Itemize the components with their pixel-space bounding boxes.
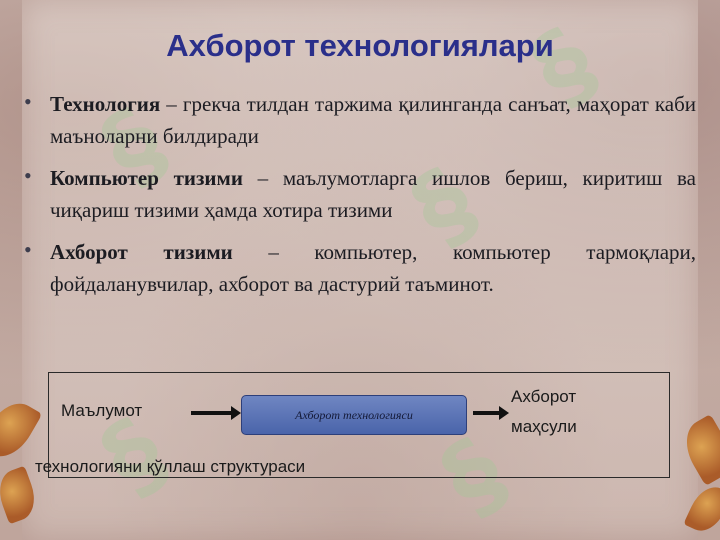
bullet-item: • Технология – грекча тилдан таржима қил… <box>20 88 696 152</box>
diagram-output-line1: Ахборот <box>511 387 577 406</box>
bullet-term: Ахборот тизими <box>50 240 233 264</box>
bullet-term: Технология <box>50 92 161 116</box>
diagram-output-label: Ахборот маҳсули <box>511 385 577 439</box>
bullet-list: • Технология – грекча тилдан таржима қил… <box>20 88 696 310</box>
bullet-text: Компьютер тизими – маълумотларга ишлов б… <box>50 162 696 226</box>
bullet-description: – маълумотларга ишлов бериш, киритиш ва … <box>50 166 696 222</box>
diagram-caption: технологияни қўллаш структураси <box>35 457 306 476</box>
arrow-icon <box>473 406 509 420</box>
bullet-text: Ахборот тизими – компьютер, компьютер та… <box>50 236 696 300</box>
bullet-dot-icon: • <box>24 237 32 262</box>
bullet-dot-icon: • <box>24 89 32 114</box>
slide-title: Ахборот технологиялари <box>166 28 554 63</box>
bullet-item: • Компьютер тизими – маълумотларга ишлов… <box>20 162 696 226</box>
process-diagram: Маълумот Ахборот технологияси Ахборот ма… <box>35 372 670 478</box>
arrow-icon <box>191 406 241 420</box>
diagram-output-line2: маҳсули <box>511 417 577 436</box>
bullet-text: Технология – грекча тилдан таржима қилин… <box>50 88 696 152</box>
bullet-item: • Ахборот тизими – компьютер, компьютер … <box>20 236 696 300</box>
diagram-input-label: Маълумот <box>61 401 143 420</box>
bullet-dot-icon: • <box>24 163 32 188</box>
process-box-label: Ахборот технологияси <box>295 407 413 422</box>
bullet-term: Компьютер тизими <box>50 166 243 190</box>
bullet-description: – компьютер, компьютер тармоқлари, фойда… <box>50 240 697 296</box>
process-box: Ахборот технологияси <box>241 395 467 435</box>
slide-panel <box>22 0 698 540</box>
bullet-description: – грекча тилдан таржима қилинганда санъа… <box>50 92 696 148</box>
